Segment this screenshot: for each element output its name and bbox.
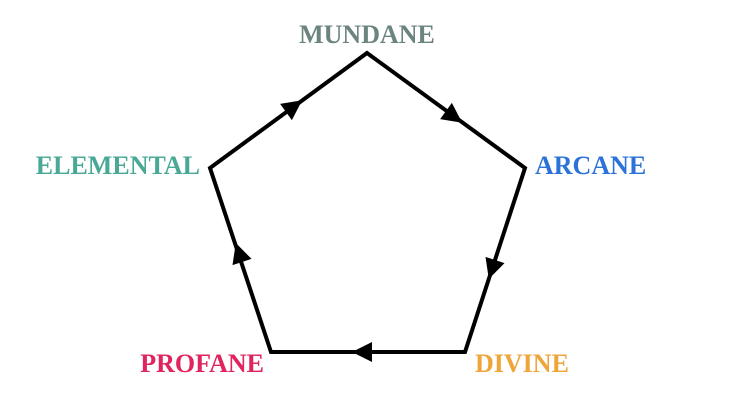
arrow-arcane-to-divine-icon	[485, 256, 505, 280]
node-label-profane: PROFANE	[140, 349, 264, 378]
pentagon-cycle	[207, 50, 528, 354]
node-label-elemental: ELEMENTAL	[36, 151, 200, 180]
arrow-elemental-to-mundane-icon	[280, 100, 303, 121]
node-label-arcane: ARCANE	[535, 151, 646, 180]
arrow-profane-to-elemental-icon	[232, 242, 252, 266]
arrow-divine-to-profane-icon	[352, 342, 372, 362]
node-label-divine: DIVINE	[475, 349, 569, 378]
node-label-mundane: MUNDANE	[299, 20, 435, 49]
arrow-mundane-to-arcane-icon	[440, 102, 463, 123]
